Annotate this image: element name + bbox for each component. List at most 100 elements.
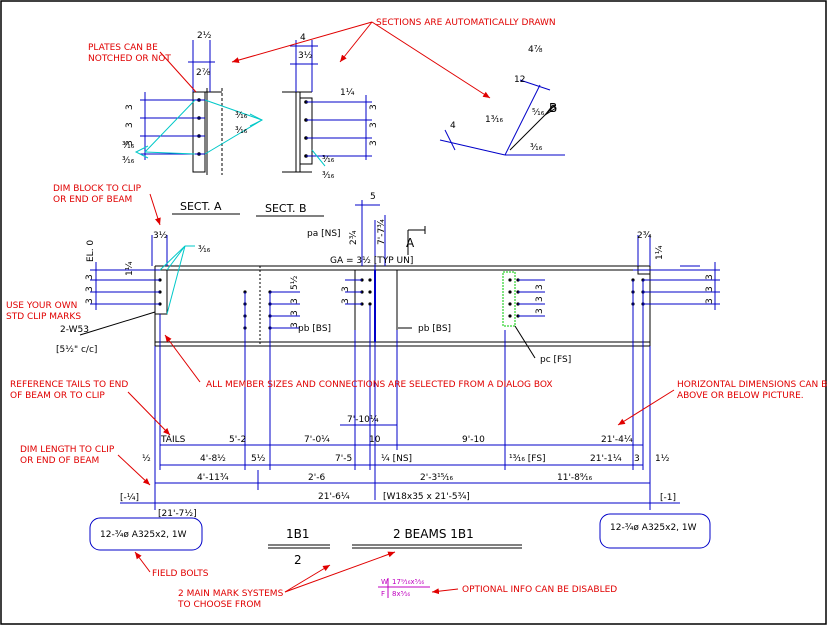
svg-text:3: 3 (290, 322, 300, 328)
svg-text:5'-2: 5'-2 (229, 435, 246, 445)
section-b-marker: B (549, 101, 557, 115)
svg-text:FIELD BOLTS: FIELD BOLTS (152, 569, 209, 579)
svg-text:³⁄₁₆: ³⁄₁₆ (322, 155, 335, 165)
svg-text:8x⁵⁄₁₆: 8x⁵⁄₁₆ (392, 590, 410, 598)
label-pa-ns: pa [NS] (307, 229, 341, 239)
dim-top-5: 5 (370, 192, 376, 202)
section-b-title: SECT. B (265, 202, 307, 215)
svg-text:F: F (381, 590, 385, 598)
svg-text:3: 3 (341, 286, 351, 292)
section-b-detail: 4 3½ 1¼ 3 3 3 ³⁄₁₆ ³⁄₁₆ (282, 33, 379, 181)
svg-text:2 MAIN MARK SYSTEMS: 2 MAIN MARK SYSTEMS (178, 589, 284, 599)
svg-text:¹³⁄₁₆ [FS]: ¹³⁄₁₆ [FS] (509, 454, 546, 464)
svg-text:½: ½ (142, 454, 151, 464)
svg-text:12: 12 (514, 75, 525, 85)
svg-text:REFERENCE TAILS TO END: REFERENCE TAILS TO END (10, 380, 128, 390)
svg-text:OR END OF BEAM: OR END OF BEAM (53, 195, 132, 205)
svg-text:3½: 3½ (298, 51, 313, 61)
svg-text:17⁹⁄₁₆x⁵⁄₁₆: 17⁹⁄₁₆x⁵⁄₁₆ (392, 578, 424, 586)
svg-text:3: 3 (535, 308, 545, 314)
svg-text:OF BEAM OR TO CLIP: OF BEAM OR TO CLIP (10, 391, 105, 401)
dim-top-2-3r: 2¾ (637, 231, 652, 241)
svg-text:3: 3 (705, 298, 715, 304)
svg-text:4'-11¾: 4'-11¾ (197, 473, 229, 483)
label-pb-bs-right: pb [BS] (418, 324, 451, 334)
svg-text:3: 3 (85, 274, 95, 280)
dimension-lines (90, 200, 720, 510)
svg-text:3: 3 (85, 286, 95, 292)
svg-text:3: 3 (369, 104, 379, 110)
svg-text:ABOVE OR BELOW PICTURE.: ABOVE OR BELOW PICTURE. (677, 391, 804, 401)
svg-text:3: 3 (634, 454, 640, 464)
dim-top-7-7: 7'-7¾ (377, 219, 387, 245)
label-clip-mark: 2-W53 (60, 325, 89, 335)
svg-text:2½: 2½ (197, 31, 212, 41)
svg-text:2'-6: 2'-6 (308, 473, 325, 483)
svg-text:9'-10: 9'-10 (462, 435, 485, 445)
svg-text:⁵⁄₁₆: ⁵⁄₁₆ (532, 108, 545, 118)
elevation-label: EL. 0 (86, 240, 96, 262)
svg-text:³⁄₁₆: ³⁄₁₆ (122, 156, 135, 166)
bolt-callout-right: 12-¾ø A325x2, 1W (599, 513, 711, 549)
dim-top-1-4: 1¼ (125, 261, 135, 276)
svg-text:STD CLIP MARKS: STD CLIP MARKS (6, 312, 81, 322)
svg-text:A: A (406, 236, 415, 250)
svg-text:1B1: 1B1 (286, 527, 310, 541)
svg-text:21'-6¼: 21'-6¼ (318, 492, 350, 502)
label-ga: GA = 3½ [TYP UN] (330, 256, 413, 266)
svg-text:2 BEAMS 1B1: 2 BEAMS 1B1 (393, 527, 474, 541)
svg-text:¼ [NS]: ¼ [NS] (381, 454, 412, 464)
dimension-text: TAILS 5'-2 7'-0¼ 7'-10¼ 10 9'-10 21'-4¼ … (120, 415, 676, 519)
section-a-title: SECT. A (180, 200, 222, 213)
row-dim-text: 3 3 3 3 3 3 5½ 3 3 3 3 3 3 3 3 (85, 274, 715, 328)
svg-text:³⁄₁₆: ³⁄₁₆ (322, 171, 335, 181)
optional-info: W 17⁹⁄₁₆x⁵⁄₁₆ F 8x⁵⁄₁₆ (378, 578, 430, 598)
weld-symbols (159, 245, 195, 315)
svg-text:4⁷⁄₈: 4⁷⁄₈ (528, 45, 543, 55)
svg-text:2: 2 (294, 553, 302, 567)
svg-text:5½: 5½ (251, 454, 266, 464)
svg-text:[21'-7½]: [21'-7½] (158, 509, 197, 519)
svg-text:[-1]: [-1] (660, 493, 676, 503)
dim-top-1-4r: 1¼ (655, 245, 665, 260)
label-tails: TAILS (160, 435, 186, 445)
svg-text:3: 3 (535, 296, 545, 302)
svg-text:DIM LENGTH TO CLIP: DIM LENGTH TO CLIP (20, 445, 115, 455)
svg-text:3: 3 (125, 122, 135, 128)
top-notes: SECTIONS ARE AUTOMATICALLY DRAWN PLATES … (88, 18, 556, 99)
svg-text:12-¾ø A325x2, 1W: 12-¾ø A325x2, 1W (100, 530, 187, 540)
label-clip-spacing: [5½" c/c] (56, 345, 97, 355)
note-plates-notched-1: PLATES CAN BE (88, 43, 158, 53)
svg-text:2'-3¹⁵⁄₁₆: 2'-3¹⁵⁄₁₆ (420, 473, 454, 483)
svg-text:3: 3 (341, 298, 351, 304)
svg-text:2⅞: 2⅞ (196, 68, 211, 78)
svg-text:11'-8⁹⁄₁₆: 11'-8⁹⁄₁₆ (557, 473, 593, 483)
note-plates-notched-2: NOTCHED OR NOT (88, 54, 171, 64)
note-sections-drawn: SECTIONS ARE AUTOMATICALLY DRAWN (376, 18, 556, 28)
svg-text:[-¼]: [-¼] (120, 493, 139, 503)
svg-text:10: 10 (369, 435, 381, 445)
svg-text:3: 3 (705, 286, 715, 292)
svg-text:³⁄₁₆: ³⁄₁₆ (235, 111, 248, 121)
svg-text:7'-5: 7'-5 (335, 454, 352, 464)
svg-text:OPTIONAL INFO CAN BE DISABLED: OPTIONAL INFO CAN BE DISABLED (462, 585, 617, 595)
svg-text:HORIZONTAL DIMENSIONS CAN BE: HORIZONTAL DIMENSIONS CAN BE (677, 380, 827, 390)
svg-text:3: 3 (535, 284, 545, 290)
dim-top-2-3: 2¾ (349, 230, 359, 245)
label-pb-bs-left: pb [BS] (298, 324, 331, 334)
bolt-callout-left: 12-¾ø A325x2, 1W (89, 517, 203, 551)
svg-text:3: 3 (705, 274, 715, 280)
label-pc-fs: pc [FS] (540, 355, 571, 365)
svg-text:7'-10¼: 7'-10¼ (347, 415, 379, 425)
svg-text:3: 3 (290, 298, 300, 304)
svg-text:4'-8½: 4'-8½ (200, 454, 226, 464)
red-notes: DIM BLOCK TO CLIP OR END OF BEAM USE YOU… (6, 184, 827, 610)
svg-text:1³⁄₁₆: 1³⁄₁₆ (485, 115, 503, 125)
svg-text:4: 4 (450, 121, 456, 131)
svg-text:21'-4¼: 21'-4¼ (601, 435, 633, 445)
svg-text:7'-0¼: 7'-0¼ (304, 435, 330, 445)
svg-text:³⁄₁₆: ³⁄₁₆ (198, 245, 211, 255)
dim-top-3half: 3½ (153, 231, 168, 241)
